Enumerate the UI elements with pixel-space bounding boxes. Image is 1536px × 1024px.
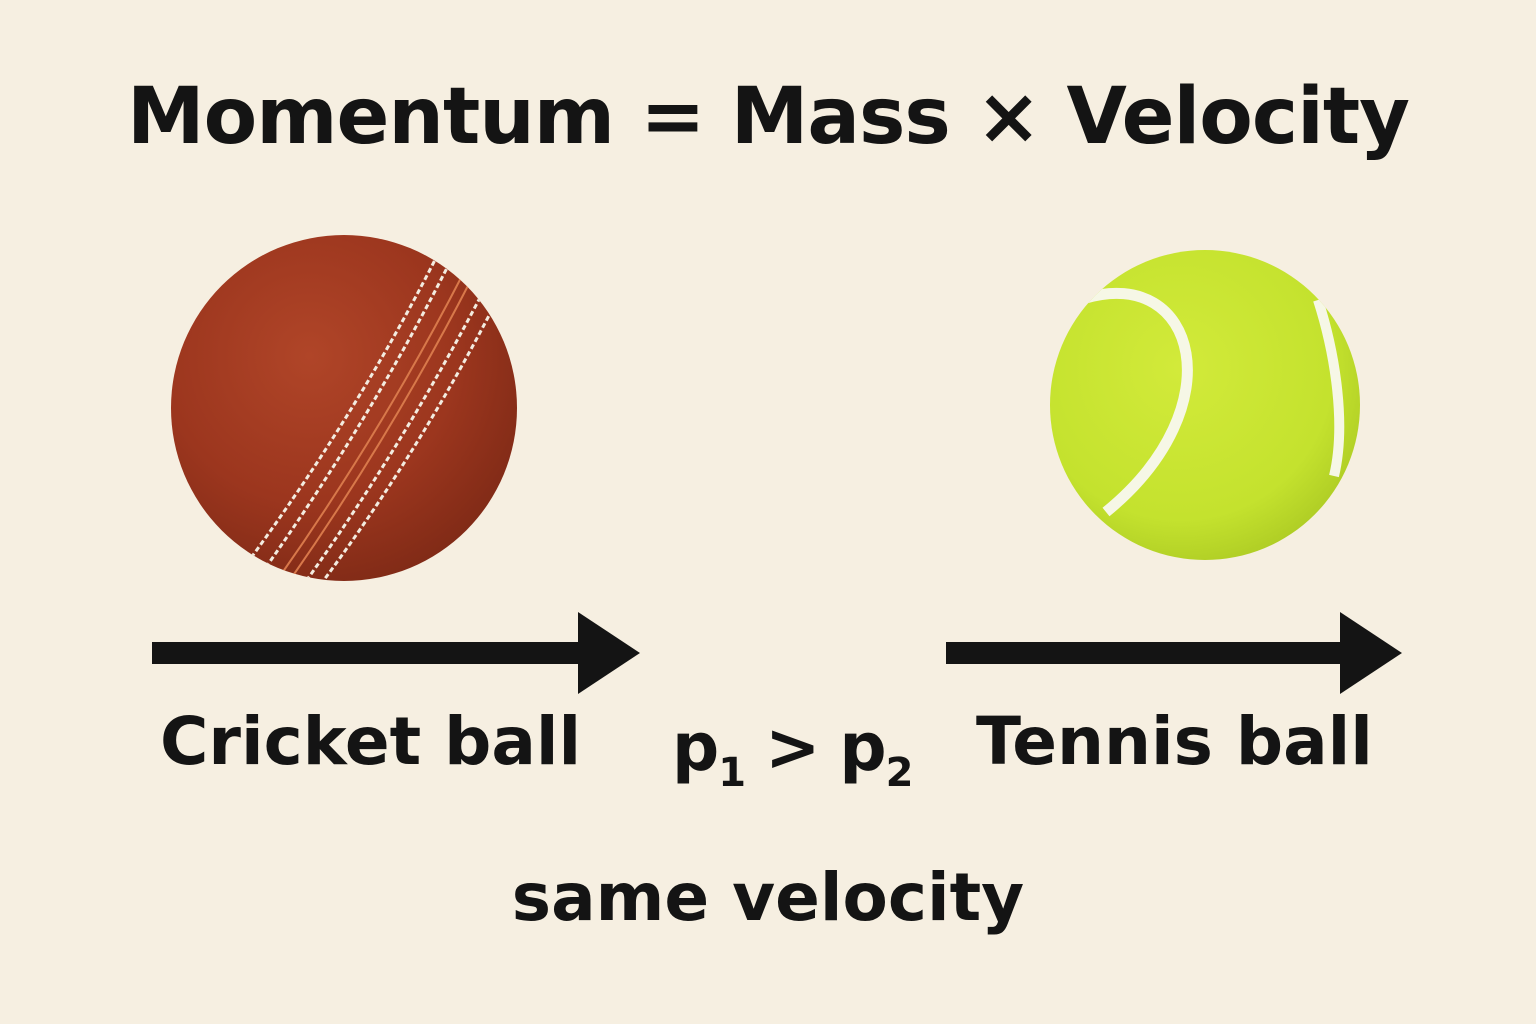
tennis-ball-icon: [1050, 250, 1360, 560]
cricket-ball-label: Cricket ball: [160, 703, 582, 780]
cricket-ball-seam: [246, 253, 498, 581]
cricket-ball-icon: [171, 235, 517, 581]
comparison-lhs: p: [672, 709, 719, 786]
tennis-velocity-arrow: [946, 612, 1402, 694]
title-term-velocity: Velocity: [1066, 72, 1410, 162]
tennis-ball-seam: [1084, 287, 1345, 517]
title-equals: =: [640, 72, 705, 162]
title-term-momentum: Momentum: [127, 72, 615, 162]
title-term-mass: Mass: [730, 72, 951, 162]
comparison-rhs-subscript: 2: [885, 750, 914, 796]
momentum-comparison: p1 > p2: [672, 708, 913, 793]
comparison-operator: >: [765, 709, 820, 786]
formula-title: Momentum = Mass × Velocity: [0, 72, 1536, 162]
title-times: ×: [976, 72, 1041, 162]
comparison-rhs: p: [839, 709, 886, 786]
tennis-ball-label: Tennis ball: [976, 703, 1373, 780]
tennis-ball-body: [1050, 250, 1360, 560]
footer-note: same velocity: [511, 859, 1025, 936]
cricket-ball-body: [171, 235, 517, 581]
cricket-velocity-arrow: [152, 612, 640, 694]
comparison-lhs-subscript: 1: [718, 750, 746, 796]
